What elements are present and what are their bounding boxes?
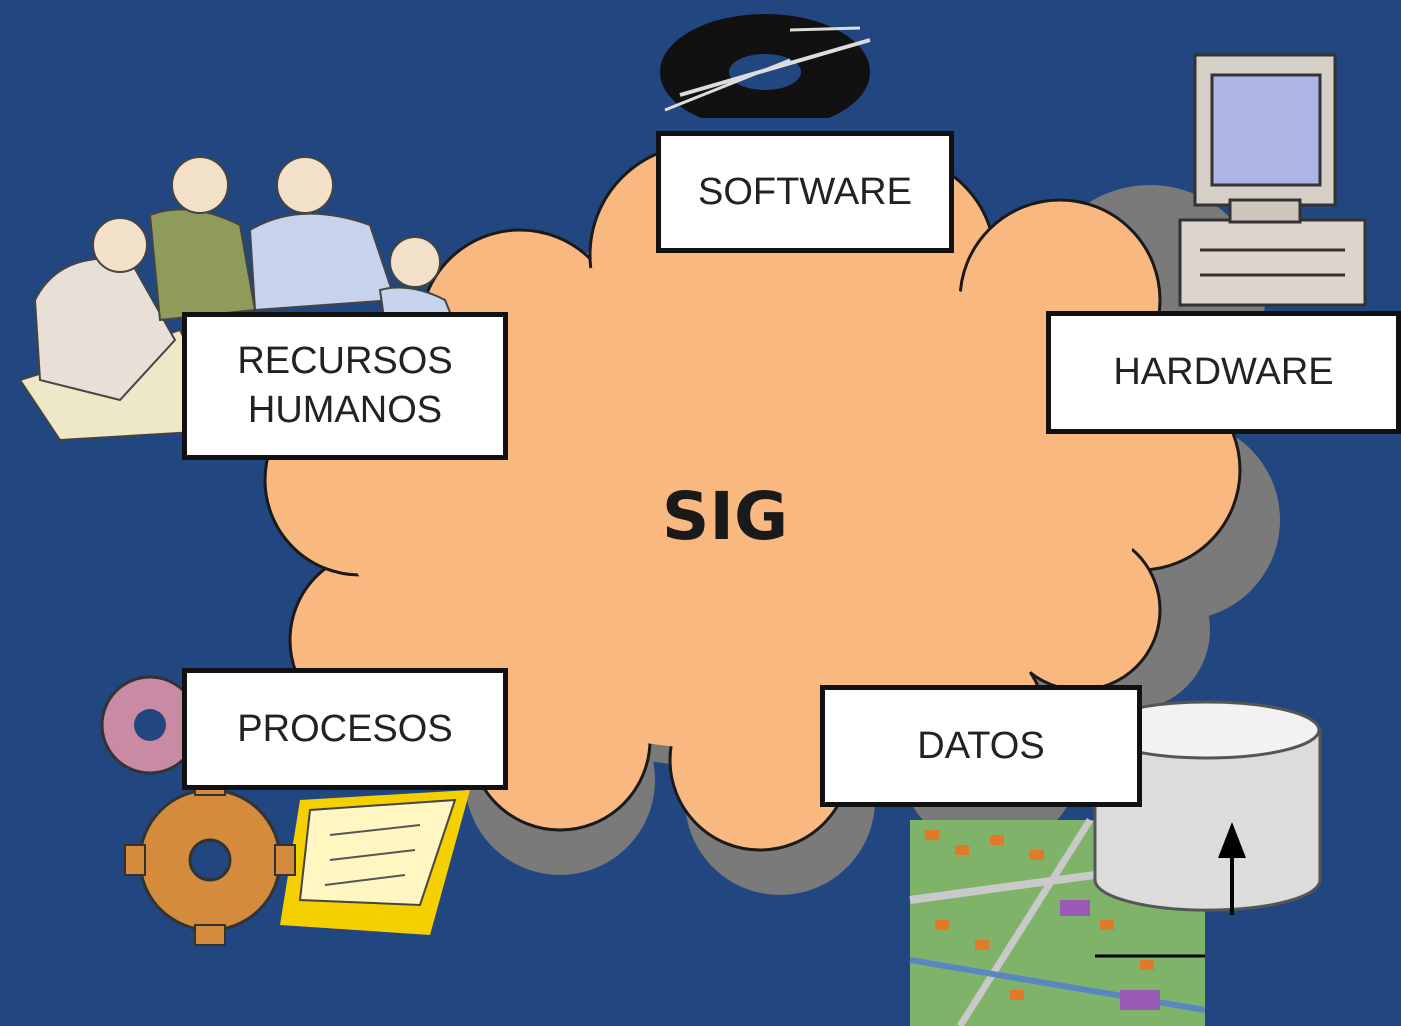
procesos-label: PROCESOS xyxy=(237,707,453,750)
people-illustration xyxy=(18,156,457,442)
recursos-label-line2: HUMANOS xyxy=(247,389,443,431)
datos-label: DATOS xyxy=(917,724,1045,767)
recursos-humanos-box: RECURSOS HUMANOS xyxy=(182,312,508,460)
datos-box: DATOS xyxy=(820,685,1142,807)
sig-title: SIG xyxy=(661,478,789,555)
hardware-label: HARDWARE xyxy=(1113,351,1334,394)
software-label: SOFTWARE xyxy=(698,170,912,213)
procesos-box: PROCESOS xyxy=(182,668,508,790)
hardware-box: HARDWARE xyxy=(1046,311,1401,434)
recursos-label-line1: RECURSOS xyxy=(237,340,453,383)
cd-disc-icon xyxy=(660,14,871,134)
software-box: SOFTWARE xyxy=(656,131,954,253)
computer-icon xyxy=(1178,53,1367,307)
database-cylinder-icon xyxy=(1093,700,1322,958)
